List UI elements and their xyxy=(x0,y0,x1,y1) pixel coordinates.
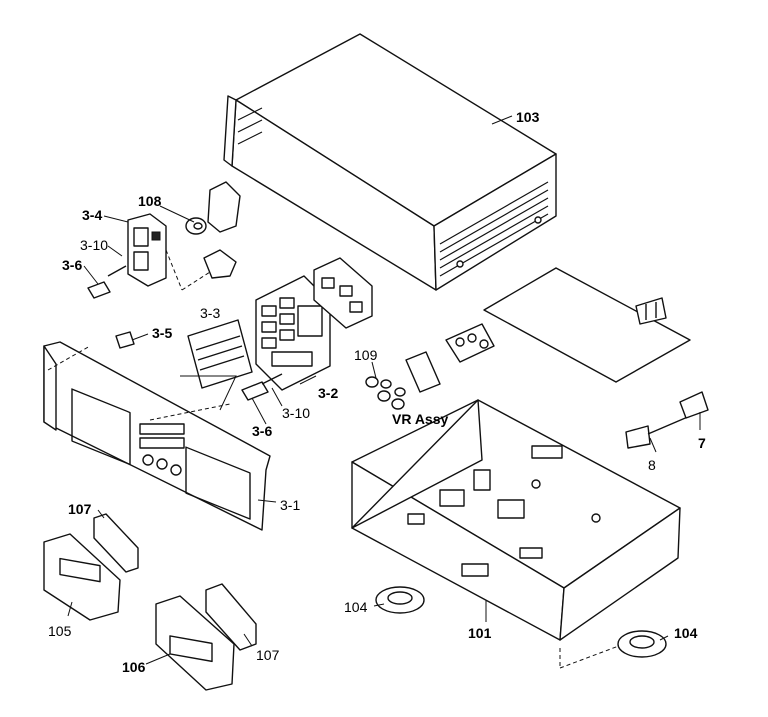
label-3-10-left: 3-10 xyxy=(80,237,108,253)
front-panel-3-1 xyxy=(43,341,271,531)
part-labels: 103 108 3-4 3-10 3-6 3-5 3-3 3-2 109 VR … xyxy=(48,109,706,675)
label-3-5: 3-5 xyxy=(152,325,172,341)
label-8: 8 xyxy=(648,457,656,473)
main-board xyxy=(445,267,691,383)
label-109: 109 xyxy=(354,347,378,363)
label-107-left: 107 xyxy=(68,501,92,517)
label-107-right: 107 xyxy=(256,647,280,663)
bracket-assembly-3-4 xyxy=(87,181,241,299)
foot-104-right xyxy=(617,630,667,658)
chassis-101 xyxy=(351,399,681,669)
label-103: 103 xyxy=(516,109,540,125)
display-panel-3-3 xyxy=(180,319,253,411)
label-3-6-right: 3-6 xyxy=(252,423,272,439)
label-7: 7 xyxy=(698,435,706,451)
label-108: 108 xyxy=(138,193,162,209)
label-3-4: 3-4 xyxy=(82,207,102,223)
top-cover-103 xyxy=(223,33,557,291)
panel-assembly-3-2 xyxy=(255,257,373,391)
label-101: 101 xyxy=(468,625,492,641)
foot-104-left xyxy=(375,586,425,614)
label-105: 105 xyxy=(48,623,72,639)
bracket-107-105-left xyxy=(43,513,139,621)
label-vr-assy: VR Assy xyxy=(392,411,449,427)
label-3-10-right: 3-10 xyxy=(282,405,310,421)
label-3-6-left: 3-6 xyxy=(62,257,82,273)
label-3-2: 3-2 xyxy=(318,385,338,401)
label-3-1: 3-1 xyxy=(280,497,300,513)
vr-assembly xyxy=(365,351,441,410)
label-104-left: 104 xyxy=(344,599,368,615)
bracket-106-107-right xyxy=(155,583,257,691)
leader-lines xyxy=(67,115,669,665)
label-104-right: 104 xyxy=(674,625,698,641)
label-3-3: 3-3 xyxy=(200,305,220,321)
knob-3-6-right xyxy=(241,373,283,401)
power-cord-7-8 xyxy=(625,391,709,453)
label-106: 106 xyxy=(122,659,146,675)
button-3-5 xyxy=(115,331,135,349)
